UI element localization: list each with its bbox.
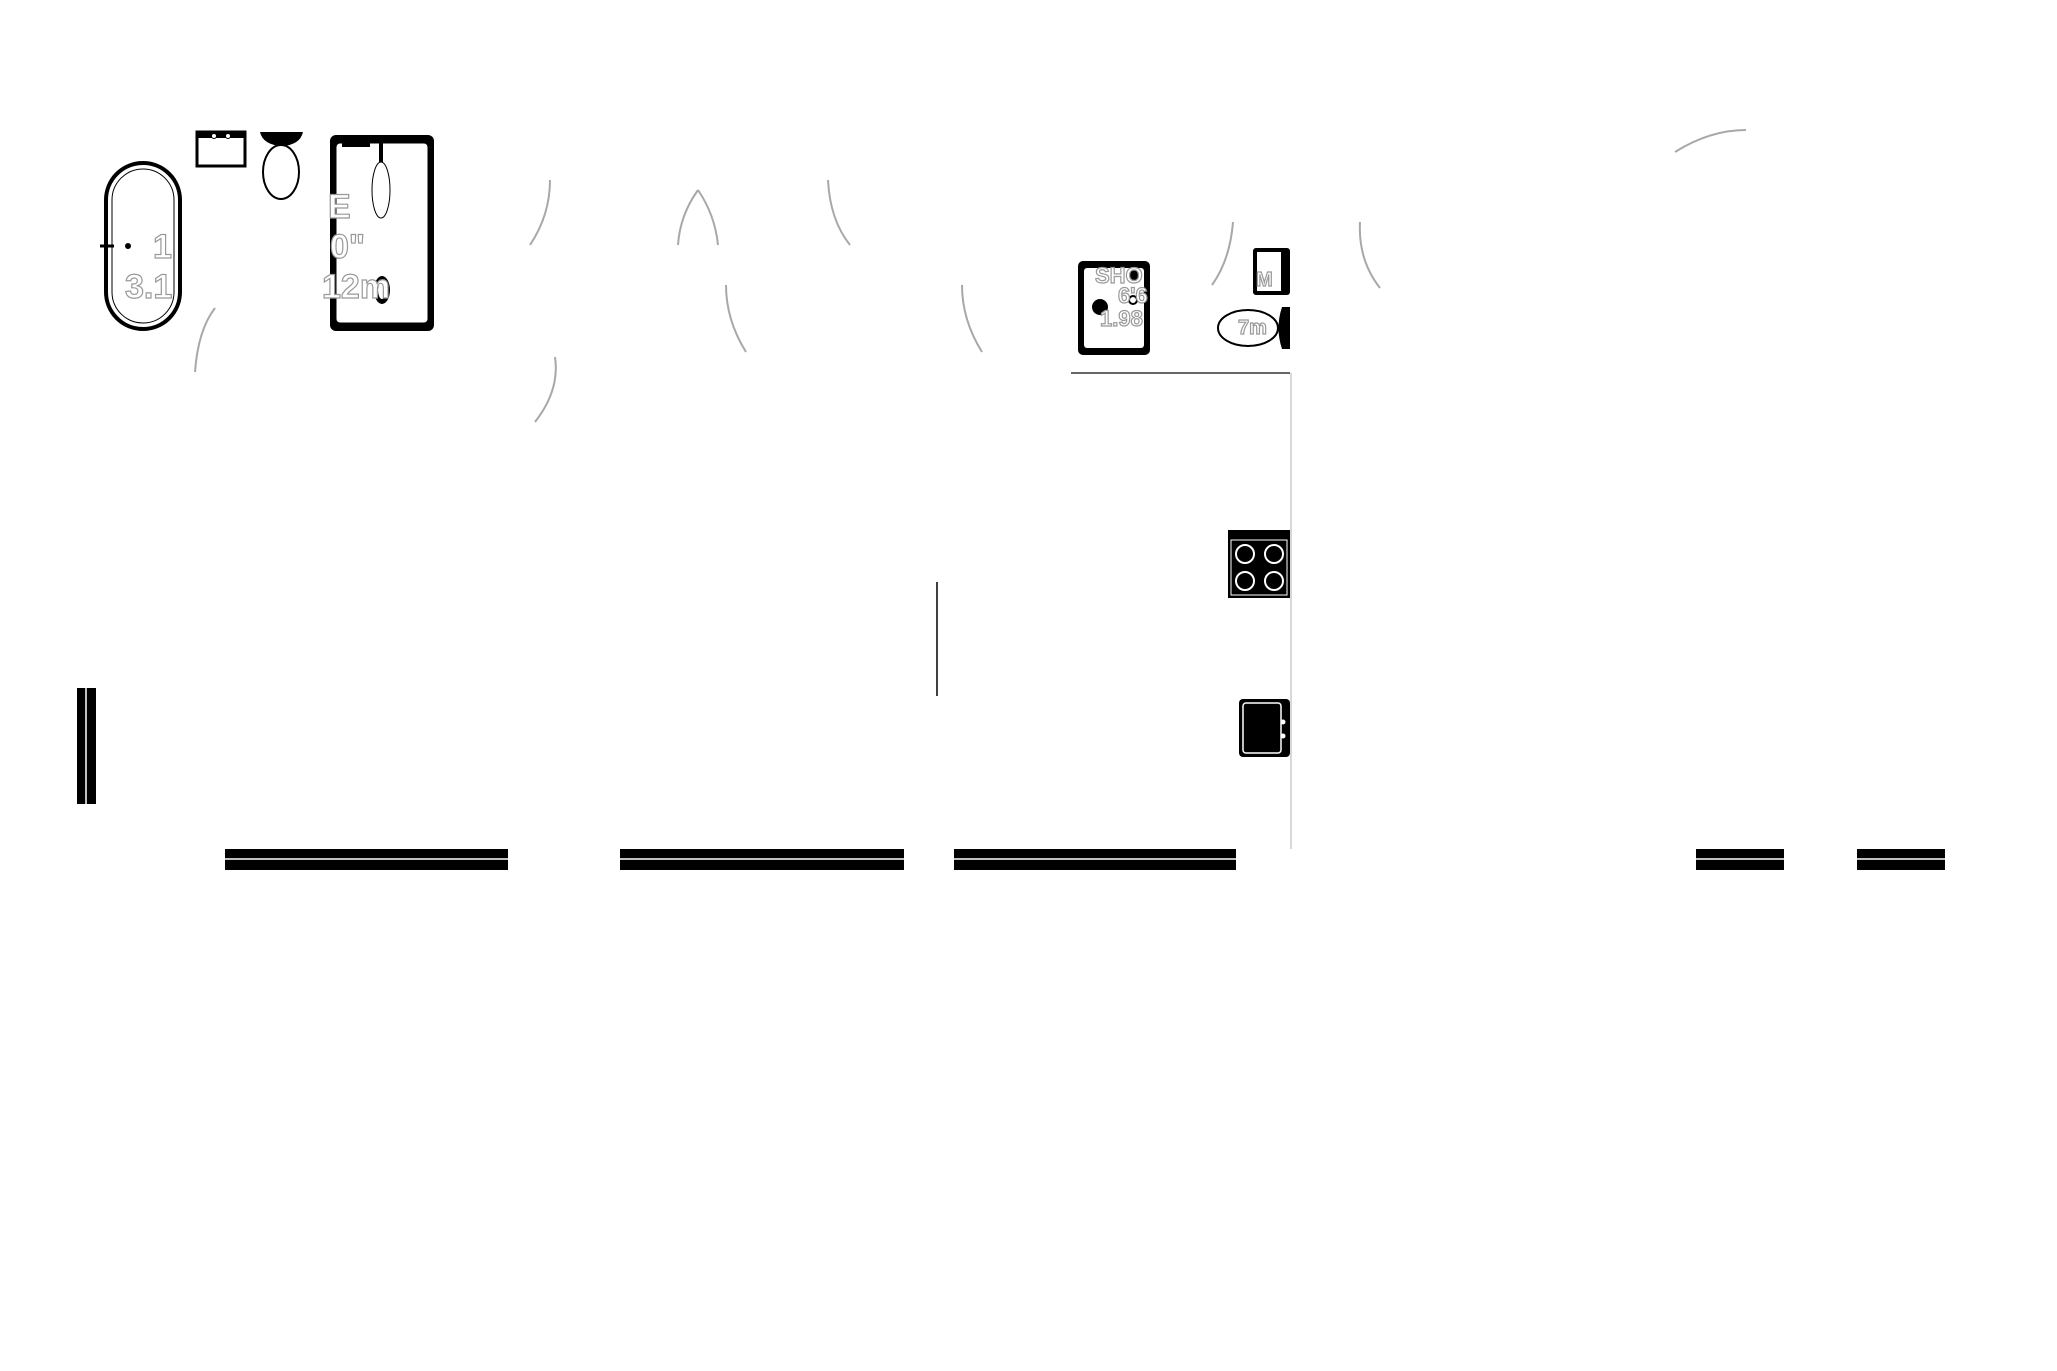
door-arc: [1211, 221, 1234, 286]
sink-icon: [1239, 699, 1290, 757]
door-arc: [677, 189, 699, 246]
door-arc: [697, 189, 719, 246]
room-letter: M: [1256, 269, 1273, 291]
door-arc: [1358, 221, 1381, 289]
room-dim-m: 7m: [1238, 317, 1267, 339]
door-arc: [827, 179, 851, 246]
room-letter: E: [328, 188, 351, 226]
shower-icon: [330, 135, 434, 331]
toilet-icon: [1217, 307, 1290, 349]
shower-label: SHO: [1095, 263, 1143, 288]
shower-dim-m: 1.98: [1100, 306, 1143, 331]
bath-dim-2: 3.1: [125, 268, 172, 306]
door-arc: [961, 284, 983, 353]
shower-dim-ft: 6'6: [1118, 283, 1148, 308]
stove-icon: [1228, 530, 1290, 598]
walls: [77, 688, 1945, 870]
room-dim-ft: 0": [330, 228, 365, 266]
bathtub-icon: [100, 161, 182, 331]
door-arc: [529, 179, 551, 246]
sink-icon: [195, 130, 247, 168]
shower-icon: [1078, 261, 1150, 355]
door-arc: [534, 356, 557, 423]
door-arc: [1674, 129, 1747, 153]
bath-dim-1: 1: [153, 228, 172, 266]
door-arcs: [194, 129, 1747, 423]
door-arc: [725, 284, 747, 353]
door-arc: [194, 307, 216, 373]
toilet-icon: [260, 132, 303, 200]
room-dim-m: 12m: [322, 268, 390, 306]
sink-icon: [1253, 248, 1290, 295]
